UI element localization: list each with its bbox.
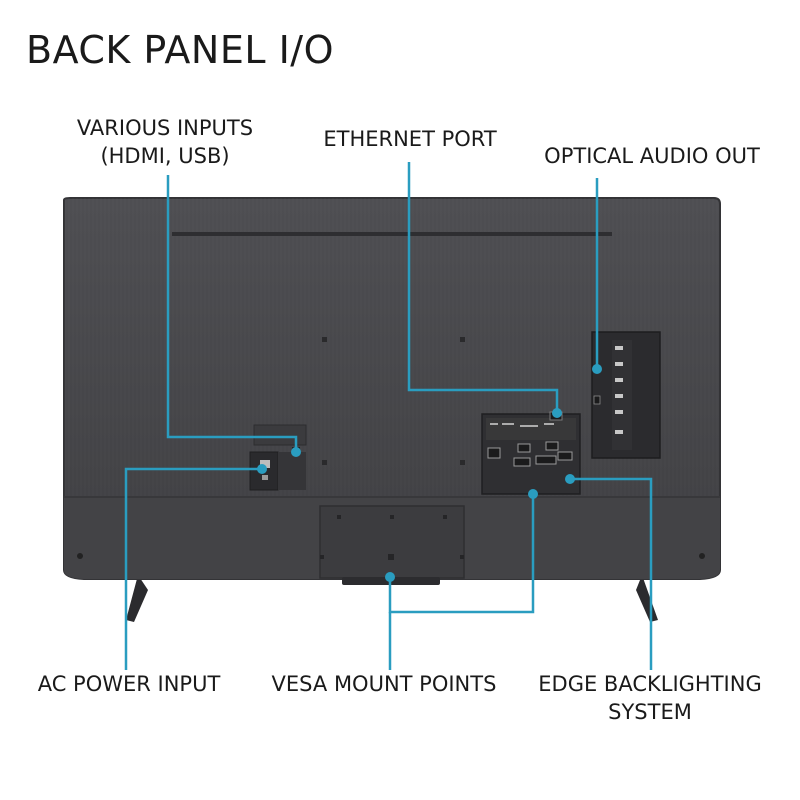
label-ethernet-port: ETHERNET PORT bbox=[323, 127, 497, 151]
leader-line-ac-power bbox=[124, 467, 262, 670]
leader-line-various-inputs bbox=[166, 175, 298, 452]
label-ac-power-input: AC POWER INPUT bbox=[37, 672, 221, 696]
side-io-panel bbox=[591, 331, 661, 459]
leader-line-ethernet-port bbox=[407, 162, 559, 412]
leader-line-edge-backlighting bbox=[570, 477, 653, 670]
label-optical-audio-out: OPTICAL AUDIO OUT bbox=[544, 144, 760, 168]
top-vent-strip bbox=[172, 232, 612, 236]
ac-power-input-port bbox=[249, 451, 306, 491]
dot-ac-power bbox=[257, 464, 267, 474]
label-various-inputs-line1: VARIOUS INPUTS bbox=[76, 116, 254, 140]
diagram-title: BACK PANEL I/O bbox=[26, 28, 335, 72]
side-screw-right bbox=[699, 553, 705, 559]
leader-lines bbox=[124, 162, 653, 670]
dot-vesa-panel bbox=[528, 489, 538, 499]
label-various-inputs: VARIOUS INPUTS (HDMI, USB) bbox=[50, 114, 280, 170]
label-various-inputs-line2: (HDMI, USB) bbox=[100, 144, 230, 168]
stand-leg-right bbox=[636, 575, 658, 622]
stand-legs bbox=[126, 575, 658, 622]
side-screw-left bbox=[77, 553, 83, 559]
stand-leg-left bbox=[126, 575, 148, 622]
leader-dots bbox=[257, 364, 602, 582]
dot-edge-backlighting bbox=[565, 474, 575, 484]
dot-various-inputs bbox=[291, 447, 301, 457]
upper-screw-holes bbox=[322, 337, 465, 465]
vesa-mount-plate bbox=[319, 505, 465, 585]
dot-optical-audio bbox=[592, 364, 602, 374]
label-edge-backlighting-line2: SYSTEM bbox=[608, 700, 692, 724]
dot-vesa-mount bbox=[385, 572, 395, 582]
label-vesa-mount-points: VESA MOUNT POINTS bbox=[271, 672, 497, 696]
main-io-panel bbox=[481, 411, 581, 495]
label-edge-backlighting-line1: EDGE BACKLIGHTING bbox=[538, 672, 762, 696]
label-edge-backlighting: EDGE BACKLIGHTING SYSTEM bbox=[512, 670, 788, 726]
dot-ethernet-port bbox=[552, 408, 562, 418]
leader-line-vesa-to-panel bbox=[388, 493, 535, 614]
